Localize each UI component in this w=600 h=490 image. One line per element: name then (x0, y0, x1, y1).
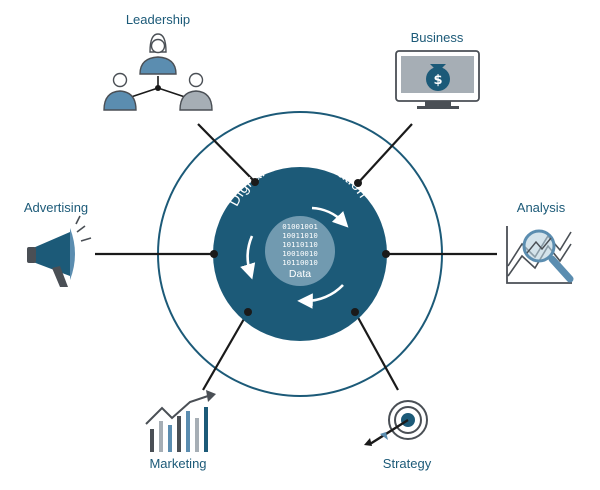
connector-business (357, 123, 413, 184)
binary-line: 10110110 (282, 240, 318, 249)
connector-leadership (197, 123, 256, 183)
leadership-node: Leadership (103, 12, 213, 111)
binary-line: 10011010 (282, 231, 318, 240)
junction-leadership (251, 178, 259, 186)
junction-dots (210, 178, 390, 316)
junction-analysis (382, 250, 390, 258)
marketing-node: Marketing (145, 390, 216, 471)
junction-strategy (351, 308, 359, 316)
megaphone-icon (27, 215, 92, 287)
binary-line: 01001001 (282, 222, 318, 231)
business-label: Business (411, 30, 464, 45)
people-network-icon (103, 33, 213, 111)
magnifier-chart-icon (506, 226, 574, 284)
advertising-node: Advertising (24, 200, 92, 287)
junction-business (354, 179, 362, 187)
analysis-label: Analysis (517, 200, 566, 215)
connector-marketing (202, 311, 249, 391)
binary-line: 10110010 (282, 258, 318, 267)
cycle-arrow-left (240, 235, 256, 280)
data-label: Data (289, 268, 311, 280)
svg-text:$: $ (433, 73, 442, 88)
monitor-money-bag-icon: $ (395, 50, 480, 109)
advertising-label: Advertising (24, 200, 88, 215)
cycle-arrow-bottom (297, 284, 344, 309)
target-dart-icon (364, 400, 428, 446)
binary-block: 01001001 10011010 10110110 10010010 1011… (282, 222, 318, 280)
strategy-label: Strategy (383, 456, 432, 471)
cycle-arrow-top (311, 206, 349, 228)
connector-strategy (354, 311, 399, 391)
junction-advertising (210, 250, 218, 258)
junction-marketing (244, 308, 252, 316)
strategy-node: Strategy (364, 400, 432, 471)
connector-lines (95, 123, 497, 391)
data-core (265, 216, 335, 286)
business-node: Business $ (395, 30, 480, 109)
leadership-label: Leadership (126, 12, 190, 27)
bar-chart-arrow-icon (145, 390, 216, 452)
analysis-node: Analysis (506, 200, 574, 284)
binary-line: 10010010 (282, 249, 318, 258)
cycle-arrows (240, 206, 349, 309)
marketing-label: Marketing (149, 456, 206, 471)
